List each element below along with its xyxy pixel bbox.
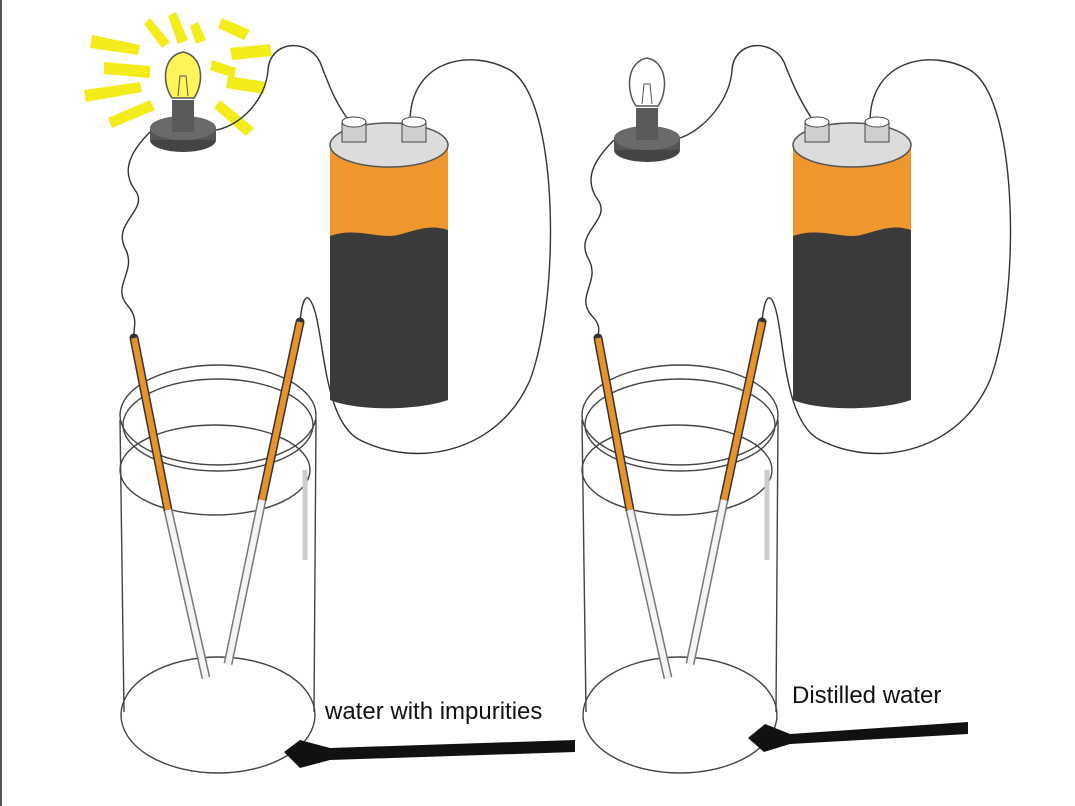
caption-distilled-water: Distilled water: [792, 682, 942, 709]
page-border: [0, 0, 2, 806]
battery-icon: [329, 116, 449, 409]
lit-bulb-icon: [150, 51, 216, 152]
electrode-right-a: [593, 333, 673, 679]
beaker-right: [581, 364, 779, 774]
electrode-left-a: [129, 333, 211, 679]
electrode-right-b: [685, 317, 767, 665]
right-setup: [581, 45, 1012, 774]
wire-bulb-to-battery: [215, 45, 351, 131]
wire-battery-to-electrode: [299, 59, 552, 455]
wire-bulb-to-electrode-right: [584, 139, 615, 341]
bulb-glow: [84, 12, 272, 136]
arrow-left-icon: [284, 740, 575, 768]
arrow-left-icon-right: [748, 722, 968, 752]
beaker-left: [119, 364, 317, 774]
unlit-bulb-icon: [614, 57, 680, 162]
wire-bulb-to-battery-right: [679, 45, 815, 139]
electrode-left-b: [223, 317, 305, 665]
wire-battery-to-electrode-right: [761, 59, 1012, 455]
left-setup: [84, 12, 575, 774]
wire-bulb-to-electrode: [121, 131, 151, 341]
battery-icon-right: [792, 116, 912, 409]
caption-water-with-impurities: water with impurities: [325, 698, 543, 725]
